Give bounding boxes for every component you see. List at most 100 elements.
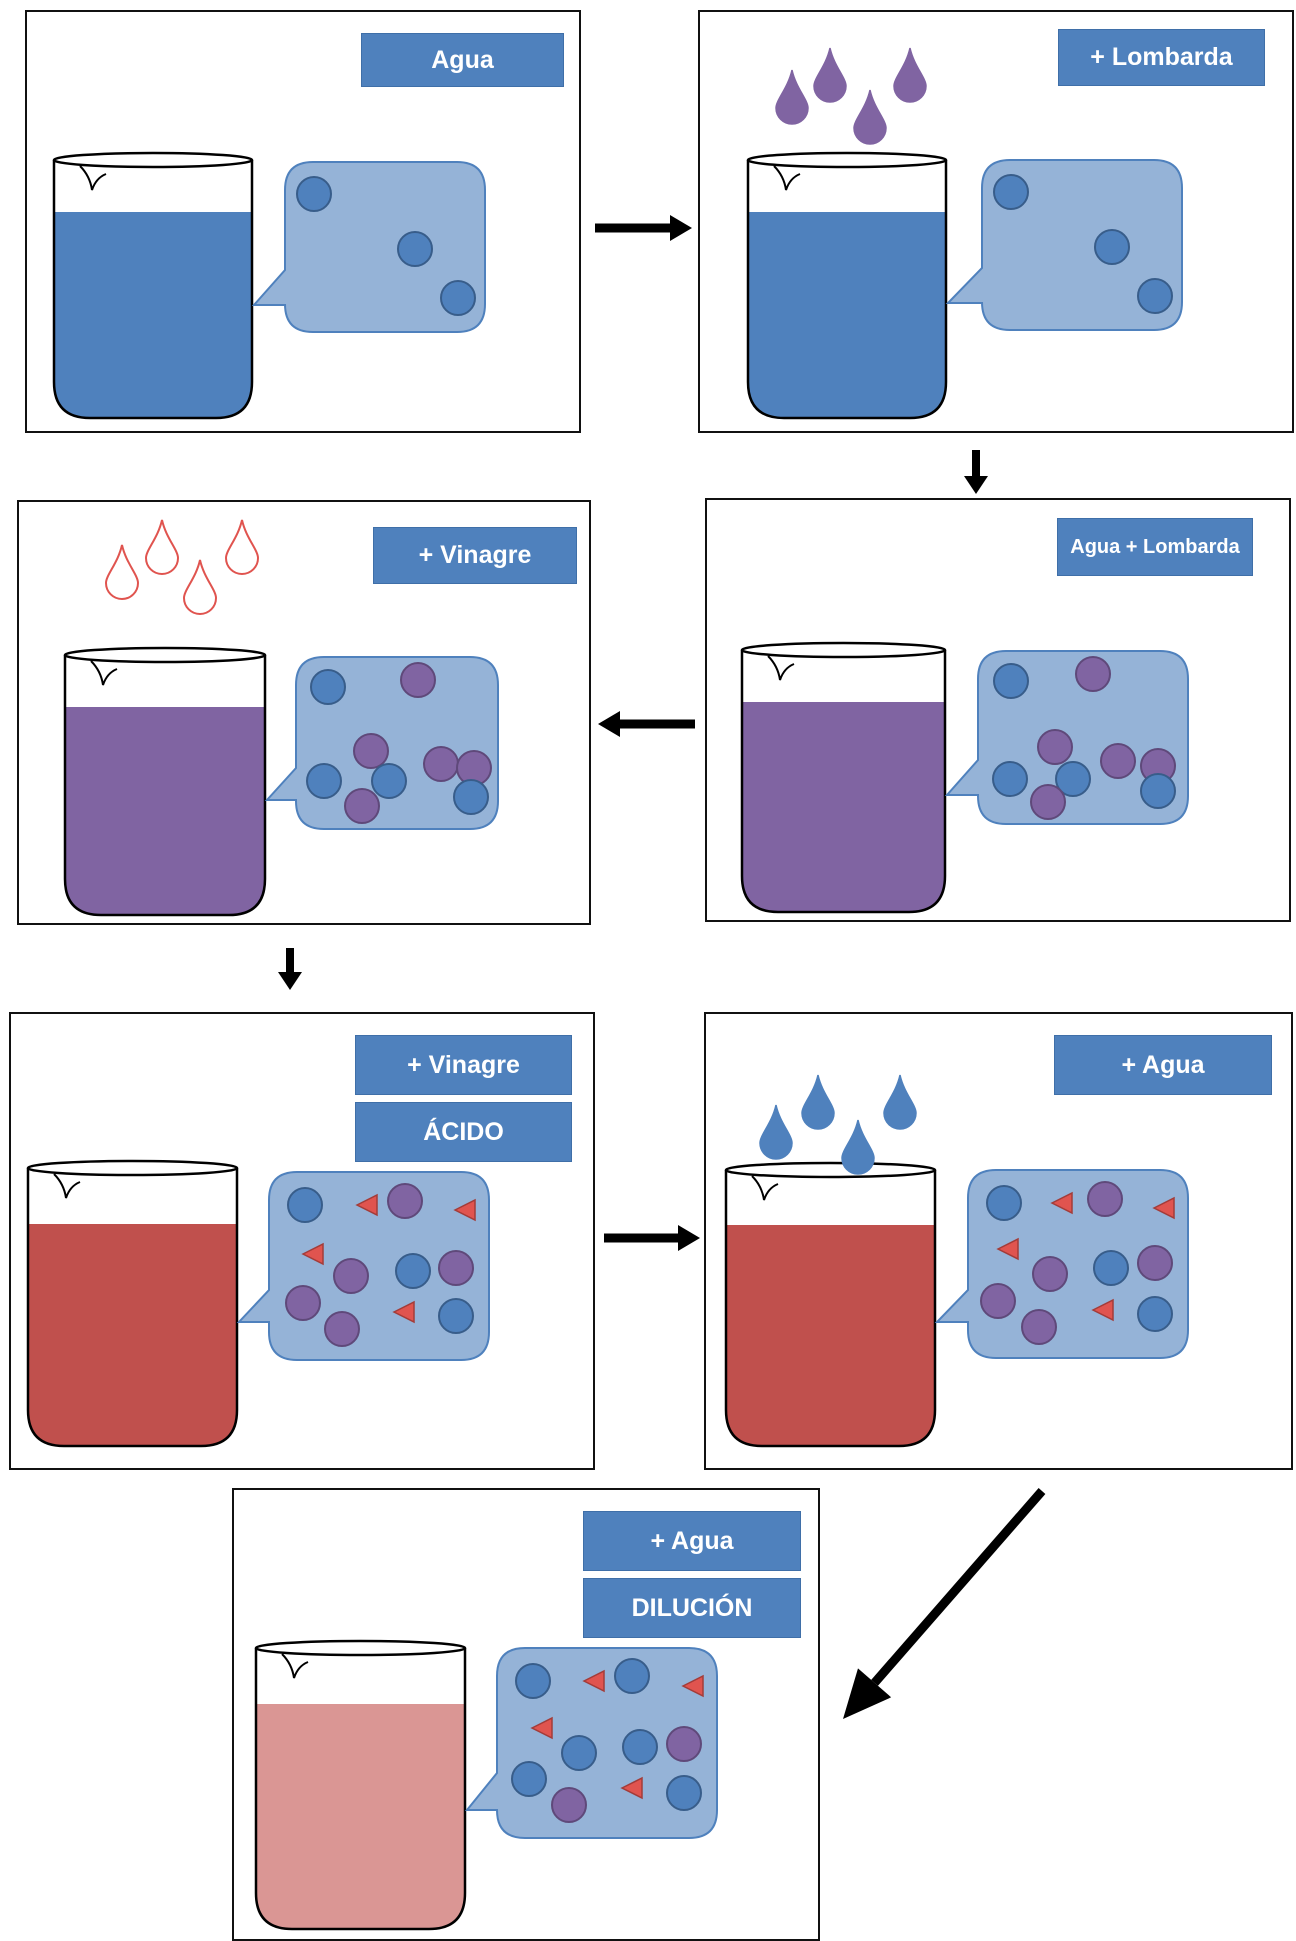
drop-icon bbox=[759, 1104, 793, 1160]
anthocyanin-molecule bbox=[1030, 784, 1066, 820]
concept-label: DILUCIÓN bbox=[583, 1578, 801, 1638]
beaker bbox=[724, 1161, 937, 1448]
drop-icon bbox=[104, 544, 140, 600]
beaker-spout bbox=[751, 1175, 779, 1201]
panel-3-graphics bbox=[740, 641, 1189, 914]
acid-ion bbox=[1152, 1196, 1175, 1220]
arrow-2-to-3-head bbox=[964, 476, 988, 494]
beaker-rim bbox=[63, 646, 267, 664]
anthocyanin-molecule bbox=[1100, 743, 1136, 779]
water-molecule bbox=[287, 1187, 323, 1223]
anthocyanin-molecule bbox=[400, 662, 436, 698]
beaker-liquid bbox=[748, 212, 946, 418]
drop-icon bbox=[893, 47, 927, 103]
arrow-3-to-4-head bbox=[598, 711, 620, 737]
panel-1-graphics bbox=[52, 151, 486, 420]
water-molecule bbox=[666, 1775, 702, 1811]
beaker bbox=[26, 1159, 239, 1448]
beaker-rim bbox=[740, 641, 947, 659]
beaker-liquid bbox=[742, 702, 945, 912]
water-molecule bbox=[1137, 1296, 1173, 1332]
anthocyanin-molecule bbox=[980, 1283, 1016, 1319]
drop-icon bbox=[801, 1074, 835, 1130]
beaker-liquid bbox=[256, 1704, 465, 1929]
water-molecule bbox=[515, 1663, 551, 1699]
beaker bbox=[254, 1639, 467, 1931]
water-molecule bbox=[306, 763, 342, 799]
water-molecule bbox=[440, 280, 476, 316]
drop-icon bbox=[182, 559, 218, 615]
water-molecule bbox=[1137, 278, 1173, 314]
anthocyanin-molecule bbox=[1021, 1309, 1057, 1345]
water-molecule bbox=[986, 1185, 1022, 1221]
arrow-5-to-6-head bbox=[678, 1225, 700, 1251]
water-molecule bbox=[992, 761, 1028, 797]
acid-ion bbox=[355, 1193, 378, 1217]
water-molecule bbox=[1140, 773, 1176, 809]
water-molecule bbox=[614, 1658, 650, 1694]
beaker-spout bbox=[767, 655, 795, 681]
step-label: + Agua bbox=[1054, 1035, 1272, 1095]
water-molecule bbox=[561, 1735, 597, 1771]
step-label: Agua + Lombarda bbox=[1057, 518, 1253, 576]
step-label: + Lombarda bbox=[1058, 29, 1265, 86]
water-molecule bbox=[438, 1298, 474, 1334]
acid-ion bbox=[681, 1674, 704, 1698]
acid-ion bbox=[392, 1300, 415, 1324]
water-molecule bbox=[371, 763, 407, 799]
drop-icon bbox=[841, 1119, 875, 1175]
beaker-outline bbox=[26, 1168, 239, 1448]
anthocyanin-molecule bbox=[324, 1311, 360, 1347]
water-molecule bbox=[453, 779, 489, 815]
drop-icon bbox=[224, 519, 260, 575]
beaker-outline bbox=[746, 160, 948, 420]
acid-ion bbox=[996, 1237, 1019, 1261]
acid-ion bbox=[530, 1716, 553, 1740]
anthocyanin-molecule bbox=[1032, 1256, 1068, 1292]
water-molecule bbox=[511, 1761, 547, 1797]
beaker-liquid bbox=[726, 1225, 935, 1446]
beaker-spout bbox=[79, 165, 107, 191]
concept-label: ÁCIDO bbox=[355, 1102, 572, 1162]
step-label: + Vinagre bbox=[373, 527, 577, 584]
anthocyanin-molecule bbox=[551, 1787, 587, 1823]
beaker-outline bbox=[63, 655, 267, 917]
water-molecule bbox=[310, 669, 346, 705]
acid-ion bbox=[620, 1776, 643, 1800]
water-molecule bbox=[397, 231, 433, 267]
water-molecule bbox=[1094, 229, 1130, 265]
anthocyanin-molecule bbox=[344, 788, 380, 824]
drop-icon bbox=[144, 519, 180, 575]
anthocyanin-molecule bbox=[423, 746, 459, 782]
beaker-liquid bbox=[28, 1224, 237, 1446]
beaker-spout bbox=[53, 1173, 81, 1199]
water-molecule bbox=[993, 174, 1029, 210]
step-label: + Vinagre bbox=[355, 1035, 572, 1095]
beaker-spout bbox=[773, 165, 801, 191]
beaker-rim bbox=[52, 151, 254, 169]
beaker-liquid bbox=[65, 707, 265, 915]
beaker-outline bbox=[52, 160, 254, 420]
beaker-rim bbox=[724, 1161, 937, 1179]
drop-icon bbox=[853, 89, 887, 145]
arrow-6-to-7-head bbox=[843, 1668, 892, 1719]
beaker-rim bbox=[746, 151, 948, 169]
panel-5-graphics bbox=[26, 1159, 490, 1448]
panel-6-graphics bbox=[724, 1074, 1189, 1448]
arrow-4-to-5-head bbox=[278, 972, 302, 990]
beaker-rim bbox=[26, 1159, 239, 1177]
acid-ion bbox=[301, 1242, 324, 1266]
beaker-rim bbox=[254, 1639, 467, 1657]
beaker-outline bbox=[254, 1648, 467, 1931]
anthocyanin-molecule bbox=[333, 1258, 369, 1294]
anthocyanin-molecule bbox=[1087, 1181, 1123, 1217]
beaker bbox=[52, 151, 254, 420]
water-molecule bbox=[993, 663, 1029, 699]
panel-4-graphics bbox=[63, 519, 499, 917]
anthocyanin-molecule bbox=[353, 733, 389, 769]
drop-icon bbox=[775, 69, 809, 125]
water-molecule bbox=[395, 1253, 431, 1289]
beaker-spout bbox=[281, 1653, 309, 1679]
